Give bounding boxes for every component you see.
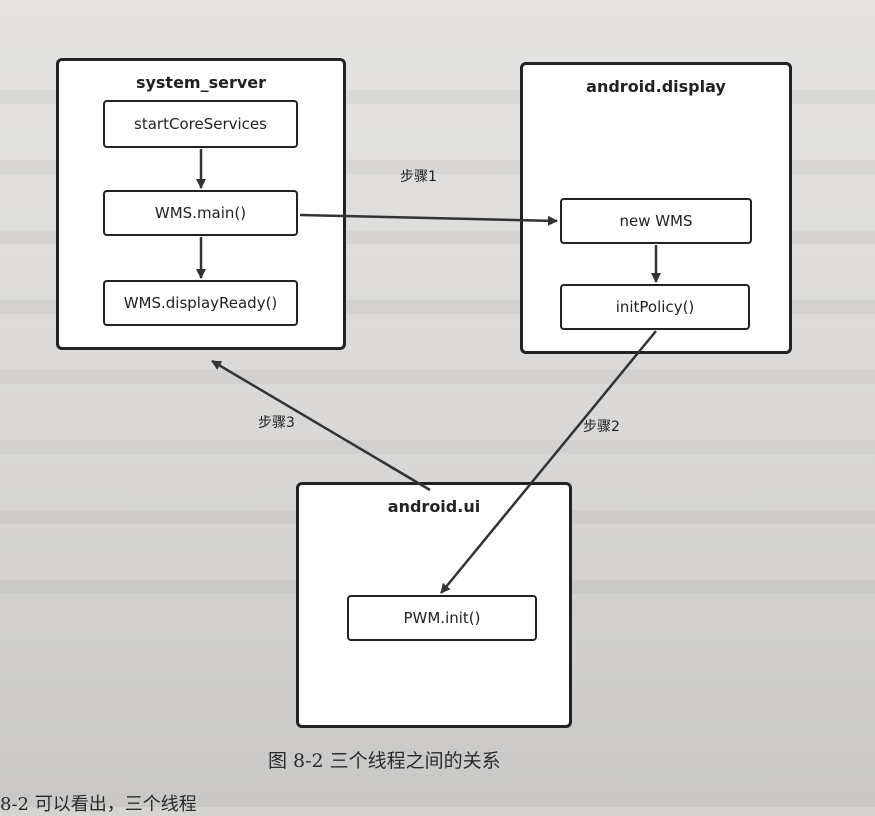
arrow-step2 bbox=[440, 330, 657, 594]
step1-label: 步骤1 bbox=[400, 169, 437, 185]
init-policy-node: initPolicy() bbox=[560, 284, 750, 330]
wms-main-node: WMS.main() bbox=[103, 190, 298, 236]
pwm-init-node: PWM.init() bbox=[347, 595, 537, 641]
android-display-title: android.display bbox=[586, 77, 726, 96]
bleed-through-text bbox=[0, 440, 875, 454]
system-server-title: system_server bbox=[135, 73, 267, 92]
new-wms-node: new WMS bbox=[560, 198, 752, 244]
step2-label: 步骤2 bbox=[583, 419, 620, 435]
arrow-step1 bbox=[299, 213, 558, 226]
bottom-text-fragment: 8-2 可以看出，三个线程 bbox=[0, 794, 197, 815]
arrow-step3 bbox=[211, 359, 431, 492]
bleed-through-text bbox=[0, 370, 875, 384]
start-core-services-node: startCoreServices bbox=[103, 100, 298, 148]
android-ui-title: android.ui bbox=[387, 497, 481, 516]
step3-label: 步骤3 bbox=[258, 415, 295, 431]
wms-display-ready-node: WMS.displayReady() bbox=[103, 280, 298, 326]
figure-caption: 图 8-2 三个线程之间的关系 bbox=[268, 750, 501, 772]
